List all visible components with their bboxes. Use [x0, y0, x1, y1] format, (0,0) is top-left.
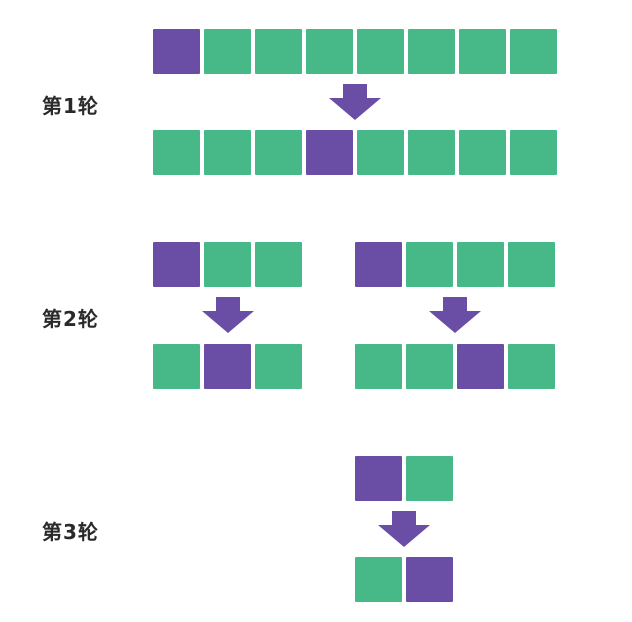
- element-cell-after: [357, 130, 404, 175]
- element-cell-before: [406, 242, 453, 287]
- pivot-cell-after: [204, 344, 251, 389]
- down-arrow-icon: [201, 297, 254, 333]
- element-cell-after: [204, 130, 251, 175]
- element-cell-after: [408, 130, 455, 175]
- element-cell-after: [508, 344, 555, 389]
- down-arrow-icon: [329, 84, 381, 120]
- round-2-arrow: [429, 297, 481, 333]
- element-cell-after: [355, 557, 402, 602]
- pivot-cell-before: [355, 456, 402, 501]
- element-cell-before: [508, 242, 555, 287]
- element-cell-after: [255, 130, 302, 175]
- element-cell-before: [457, 242, 504, 287]
- element-cell-before: [204, 242, 251, 287]
- round-3-arrow: [378, 511, 430, 547]
- element-cell-after: [153, 130, 200, 175]
- round-1-label: 第1轮: [42, 94, 99, 118]
- round-2-label: 第2轮: [42, 307, 99, 331]
- pivot-cell-before: [153, 29, 200, 74]
- round-1-arrow: [329, 84, 381, 120]
- round-3-label: 第3轮: [42, 520, 99, 544]
- element-cell-before: [255, 242, 302, 287]
- pivot-cell-after: [406, 557, 453, 602]
- element-cell-before: [408, 29, 455, 74]
- element-cell-after: [459, 130, 506, 175]
- element-cell-before: [459, 29, 506, 74]
- element-cell-before: [255, 29, 302, 74]
- element-cell-before: [306, 29, 353, 74]
- down-arrow-icon: [429, 297, 481, 333]
- element-cell-before: [204, 29, 251, 74]
- element-cell-after: [153, 344, 200, 389]
- element-cell-after: [510, 130, 557, 175]
- pivot-cell-after: [457, 344, 504, 389]
- pivot-cell-after: [306, 130, 353, 175]
- element-cell-before: [357, 29, 404, 74]
- element-cell-after: [255, 344, 302, 389]
- element-cell-before: [510, 29, 557, 74]
- element-cell-after: [406, 344, 453, 389]
- pivot-cell-before: [355, 242, 402, 287]
- element-cell-before: [406, 456, 453, 501]
- element-cell-after: [355, 344, 402, 389]
- down-arrow-icon: [378, 511, 430, 547]
- round-2-arrow: [201, 297, 254, 333]
- pivot-cell-before: [153, 242, 200, 287]
